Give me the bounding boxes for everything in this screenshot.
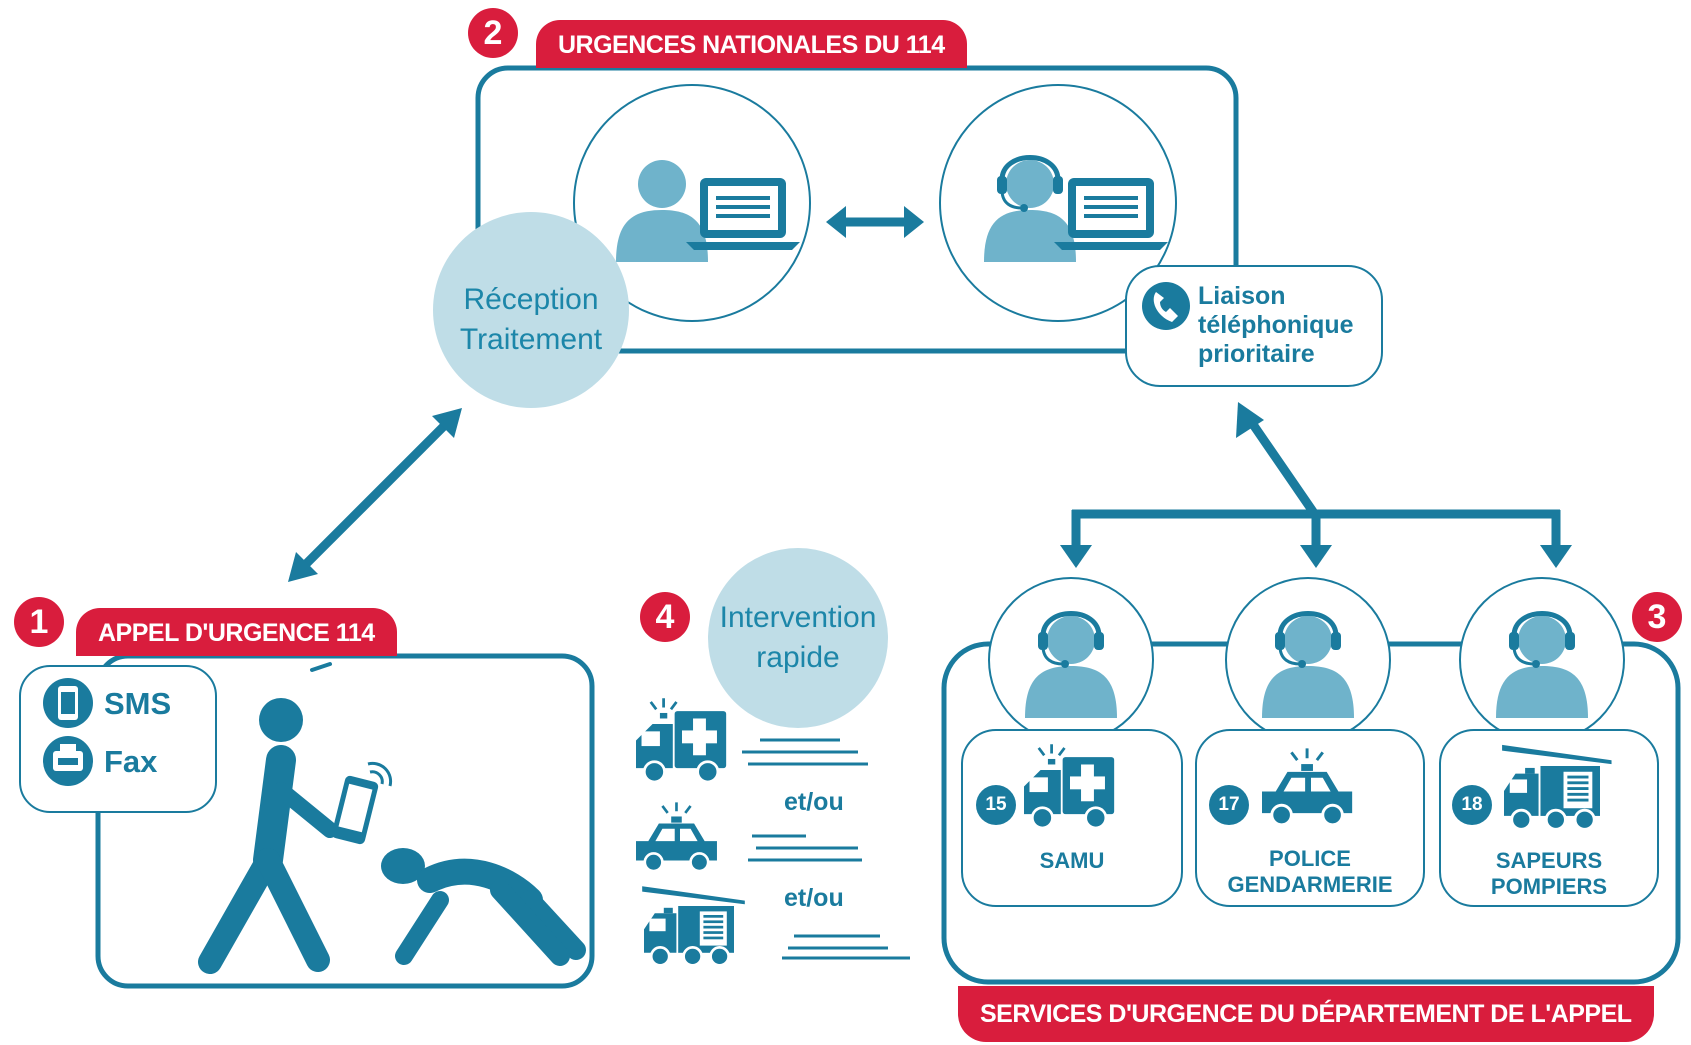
police-operator (1225, 577, 1391, 743)
samu-code: 15 (985, 794, 1007, 815)
speed-lines-1 (742, 738, 868, 766)
national-center-box (475, 65, 1239, 354)
liaison-line-2: téléphonique (1198, 311, 1354, 339)
pompiers-name-line-2: POMPIERS (1490, 874, 1608, 899)
liaison-box (1125, 265, 1383, 387)
connector-1: et/ou (784, 788, 844, 816)
step-2-title: URGENCES NATIONALES DU 114 (536, 20, 967, 68)
pompiers-operator (1459, 577, 1625, 743)
processing-label: Réception Traitement (433, 280, 629, 360)
police-name-line-1: POLICE (1269, 846, 1351, 871)
intervention-label: Intervention rapide (708, 598, 888, 678)
intervention-line-2: rapide (756, 641, 840, 674)
processing-line-1: Réception (463, 283, 599, 316)
pompiers-name-line-1: SAPEURS (1495, 848, 1603, 873)
connector-2: et/ou (784, 884, 844, 912)
police-car-icon (634, 801, 719, 873)
step-4-number: 4 (640, 592, 690, 642)
liaison-line-1: Liaison (1198, 282, 1286, 310)
pompiers-code: 18 (1461, 794, 1483, 815)
fax-label: Fax (104, 744, 158, 779)
call-box (95, 653, 595, 989)
processing-circle (433, 212, 629, 408)
services-link-arrow (1060, 402, 1572, 568)
step-1-title: APPEL D'URGENCE 114 (76, 608, 397, 656)
caller-figure-icon (198, 624, 338, 974)
samu-card (961, 729, 1183, 907)
speed-lines-2 (748, 834, 862, 862)
call-link-arrow (288, 408, 462, 582)
samu-operator (988, 577, 1154, 743)
fire-truck-icon (640, 884, 747, 967)
step-1-number: 1 (14, 597, 64, 647)
police-code-badge (1209, 785, 1249, 825)
intervention-line-1: Intervention (719, 601, 877, 634)
phone-sms-icon (331, 761, 393, 845)
operator-circle (939, 84, 1177, 322)
police-code: 17 (1218, 794, 1240, 815)
pompiers-code-badge (1452, 785, 1492, 825)
liaison-line-3: prioritaire (1198, 340, 1315, 368)
pompiers-name: SAPEURS POMPIERS (1440, 848, 1658, 900)
processing-line-2: Traitement (459, 323, 603, 356)
exchange-arrow-icon (826, 206, 924, 238)
victim-figure-icon (381, 848, 586, 966)
intervention-circle (708, 548, 888, 728)
sms-icon (43, 678, 93, 728)
samu-code-badge (976, 785, 1016, 825)
liaison-label: Liaison téléphonique prioritaire (1198, 282, 1354, 369)
samu-name: SAMU (962, 848, 1182, 874)
police-name-line-2: GENDARMERIE (1227, 872, 1393, 897)
fax-icon (43, 736, 93, 786)
police-name: POLICE GENDARMERIE (1196, 846, 1424, 898)
step-3-title: SERVICES D'URGENCE DU DÉPARTEMENT DE L'A… (958, 986, 1654, 1042)
samu-name-line-1: SAMU (1039, 848, 1105, 873)
speed-lines-3 (782, 934, 910, 960)
step-2-number: 2 (468, 8, 518, 58)
police-card (1195, 729, 1425, 907)
sms-label: SMS (104, 686, 172, 721)
receiver-circle (573, 84, 811, 322)
phone-icon (1142, 282, 1190, 330)
step-3-number: 3 (1632, 592, 1682, 642)
ambulance-icon (634, 696, 728, 784)
